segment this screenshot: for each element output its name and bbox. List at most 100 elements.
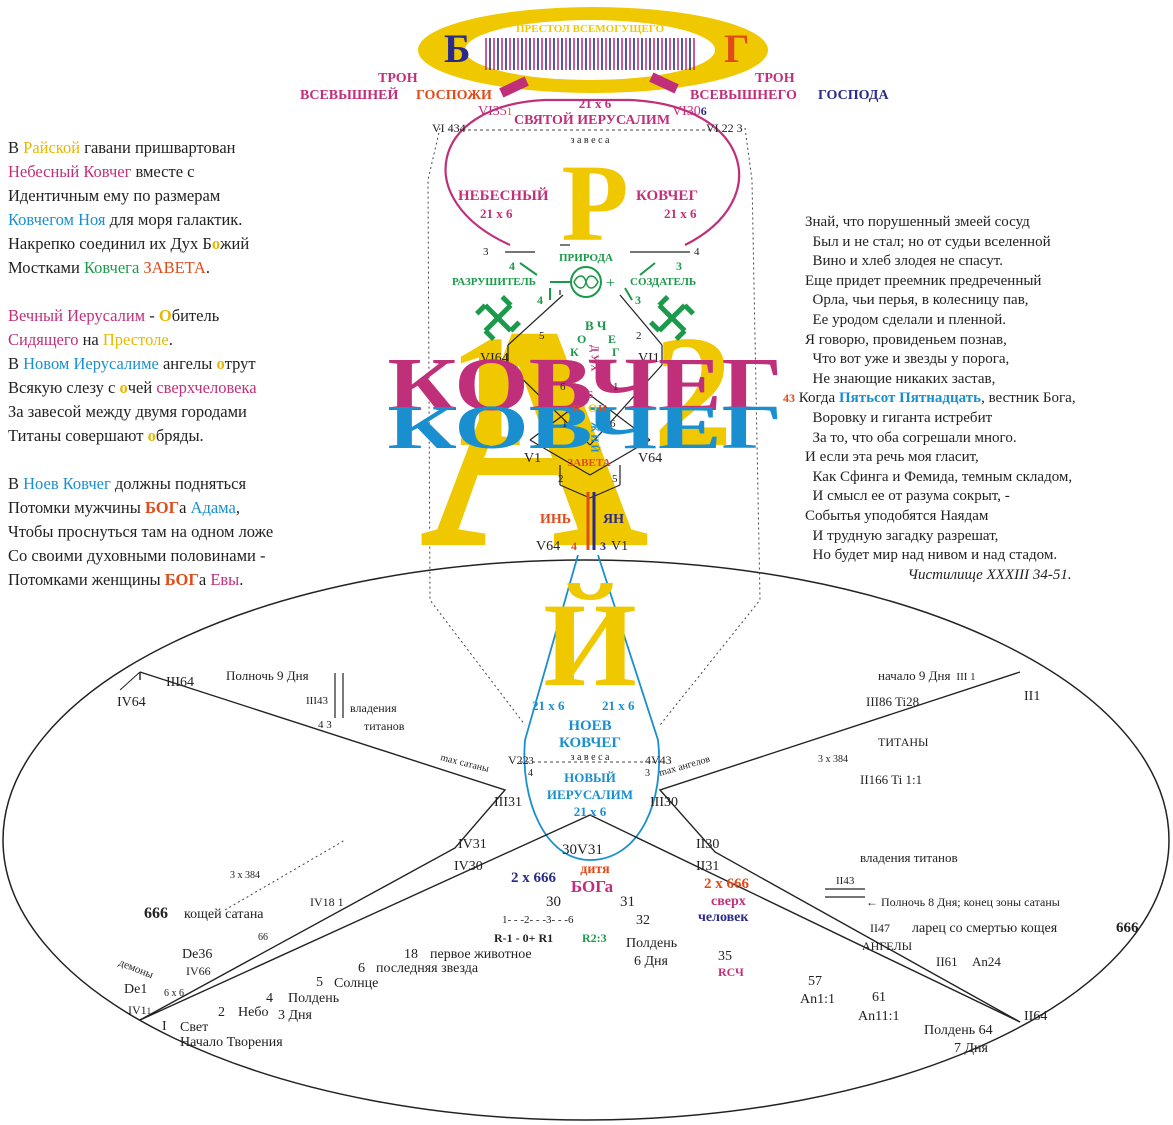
rsch-label: RСЧ: [718, 965, 744, 979]
poem-line: Сидящего на Престоле.: [8, 330, 173, 349]
koshchei-dotted: [224, 839, 346, 911]
poem-line: Ее уродом сделали и пленной.: [805, 311, 1007, 328]
n30-label: 30: [546, 894, 561, 910]
ark-left-dotted: [427, 127, 526, 726]
midnight9: Полночь 9 Дня: [226, 668, 309, 683]
left-throne-pillar: [499, 76, 529, 98]
kovcheg-word-bottom: КОВЧЕГ: [388, 394, 783, 462]
noon3-day: 3 Дня: [278, 1008, 313, 1023]
noah-dims-right: 21 x 6: [602, 698, 635, 713]
midnight8-label: ← Полночь 8 Дня; конец зоны сатаны: [866, 895, 1060, 909]
dims-top: 21 x 6: [579, 96, 612, 111]
coffin-label: ларец со смертью кощея: [912, 921, 1058, 936]
vi64-label: VI64: [480, 351, 509, 366]
angels-label: АНГЕЛЫ: [862, 939, 913, 953]
zaveta-label: ЗАВЕТА: [567, 457, 610, 469]
poem-line: Потомками женщины БОГа Евы.: [8, 570, 244, 589]
de1-label: De1: [124, 982, 147, 997]
noah-curtain: з а в е с а: [571, 752, 610, 763]
left-throne-label-2b: ГОСПОЖИ: [416, 88, 492, 103]
poem-line: Вино и хлеб злодея не спасут.: [805, 253, 1003, 270]
iv31-label: IV31: [458, 837, 487, 852]
n571-label: 57: [808, 974, 822, 989]
ii1-label: II1: [1024, 689, 1040, 704]
left-swastika-icon: [475, 295, 521, 341]
iii64-label: III64: [166, 675, 194, 690]
ark-lattice: [505, 244, 690, 499]
poem-line: Со своими духовными половинами -: [8, 546, 266, 565]
ii31-label: II31: [696, 859, 719, 874]
n666-right: 666: [1116, 920, 1139, 936]
throne-letter-left: Б: [444, 26, 470, 71]
noah-dims-left: 21 x 6: [532, 698, 565, 713]
star-label: последняя звезда: [376, 961, 479, 976]
noon3-num: 4: [266, 991, 273, 1006]
vi351: VI351: [478, 104, 512, 119]
num-3-navy: 3: [600, 539, 606, 553]
ii611-label: II61: [936, 954, 958, 969]
v64b-label: V64: [536, 539, 560, 554]
i14-label: I: [162, 1019, 167, 1034]
noah-title-1: НОЕВ: [568, 718, 611, 734]
creation-label: Начало Творения: [180, 1035, 283, 1050]
x6x6-label: 6 x 6: [164, 988, 184, 999]
heavenly-label-left: НЕБЕСНЫЙ: [458, 187, 549, 204]
big-number-2: 2: [653, 302, 733, 480]
v1-label: V1: [524, 451, 541, 466]
ii43-label: II43: [836, 875, 855, 887]
big-letter-a: А: [418, 261, 649, 615]
yang-label: ЯН: [603, 512, 624, 527]
throne-letter-right: Г: [724, 26, 749, 71]
n351-label: 35: [718, 949, 732, 964]
poem-line: Что вот уже и звезды у порога,: [805, 351, 1010, 368]
n666-left: 666: [144, 905, 168, 922]
throne-title: ПРЕСТОЛ ВСЕМОГУЩЕГО: [516, 23, 664, 35]
poem-line: Идентичным ему по размерам: [8, 186, 221, 205]
demons-label: демоны: [117, 957, 156, 982]
iii86-label: III86 Ti28: [866, 694, 919, 709]
an111-label: An11:1: [858, 1009, 899, 1024]
n66-label: 66: [258, 932, 268, 943]
an11-label: An1:1: [800, 992, 835, 1007]
creator-label: СОЗДАТЕЛЬ: [630, 276, 696, 288]
boga-label: БОГа: [571, 877, 614, 896]
right-throne-pillar: [649, 72, 679, 94]
num-4-red: 4: [571, 539, 577, 553]
num-1: 1: [613, 381, 619, 393]
superman-b: сверх: [711, 894, 746, 909]
num-6b: 6: [610, 418, 616, 430]
b-label: Б: [586, 389, 593, 401]
plus-sign: +: [606, 275, 615, 292]
num-5: 5: [539, 330, 545, 342]
star-num: 6: [358, 961, 365, 976]
ii-label: II: [572, 403, 581, 415]
poem-line: Титаны совершают обряды.: [8, 426, 204, 445]
new-jerusalem-2: ИЕРУСАЛИМ: [547, 787, 633, 802]
upper-curtain-label: з а в е с а: [571, 135, 610, 146]
poem-line: Накрепко соединил их Дух Божий: [8, 234, 250, 253]
left-throne-label-2a: ВСЕВЫШНЕЙ: [300, 86, 398, 103]
green-arrows: [519, 262, 656, 301]
iv66-label: IV66: [186, 964, 211, 978]
num-6: 6: [560, 381, 566, 393]
dims-left: 21 x 6: [480, 206, 513, 221]
poem-line: Небесный Ковчег вместе с: [8, 162, 195, 181]
n43-label: 4 3: [318, 719, 332, 731]
vch-label: В Ч: [585, 318, 607, 333]
iv11-label: IV11: [128, 1003, 151, 1017]
superman-a: 2 x 666: [704, 876, 750, 892]
noon7-a: Полдень 64: [924, 1023, 993, 1038]
ii64-label: II64: [1024, 1009, 1047, 1024]
titan-domain-1: владения: [350, 701, 397, 715]
poem-line: Ковчегом Ноя для моря галактик.: [8, 210, 243, 229]
iii31-label: III31: [494, 795, 522, 810]
zh-label: Ж И Й: [589, 422, 601, 453]
noon7-b: 7 Дня: [954, 1041, 989, 1056]
v30v31-label: 30V31: [562, 842, 603, 858]
poem-line: Орла, чьи перья, в колесницу пав,: [805, 292, 1029, 309]
de36-label: De36: [182, 947, 212, 962]
big-letter-r: Р: [561, 142, 628, 264]
num-1b: 1: [562, 418, 568, 430]
